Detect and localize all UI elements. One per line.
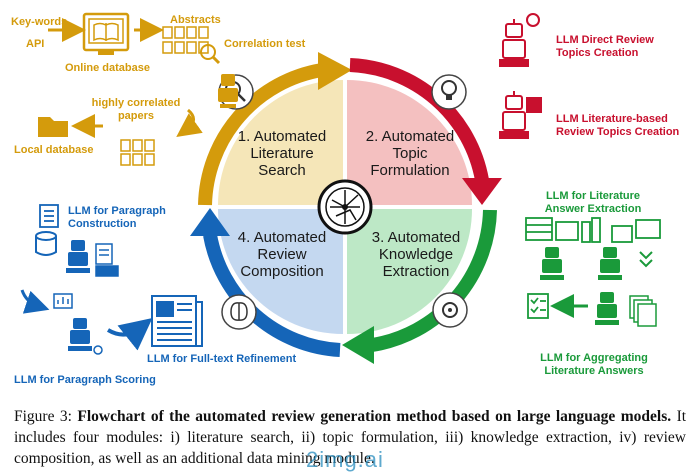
aggregating-line-1: LLM for Aggregating: [540, 352, 648, 364]
paragraph-scoring-label: LLM for Paragraph Scoring: [14, 374, 156, 386]
quadrant-1-fill: [218, 80, 343, 205]
database-icon: [35, 231, 57, 256]
newspaper-icon: [151, 295, 203, 347]
abstracts-label: Abstracts: [170, 14, 221, 26]
circuit-brain-icon: [317, 179, 373, 235]
paragraph-doc-icon: [95, 243, 119, 277]
quadrant-2-label: 2. Automated Topic Formulation: [360, 128, 460, 179]
robot-blue-2-icon: [68, 318, 103, 355]
curved-arrow-gold: [176, 108, 203, 137]
q4-line-1: 4. Automated: [237, 229, 327, 246]
stacked-docs-icon: [629, 295, 657, 327]
q4-line-3: Composition: [240, 263, 324, 280]
q3-line-3: Extraction: [382, 263, 450, 280]
literature-based-line-1: LLM Literature-based: [556, 113, 668, 125]
watermark-text: 2img.ai: [306, 447, 384, 472]
q2-line-3: Formulation: [370, 162, 450, 179]
robot-red-1-icon: [499, 13, 540, 67]
checklist-icon: [527, 293, 549, 319]
online-database-label: Online database: [65, 62, 150, 74]
flowchart: 1. Automated Literature Search 2. Automa…: [11, 12, 679, 386]
q1-line-3: Search: [258, 162, 306, 179]
robot-blue-1-icon: [66, 240, 90, 273]
blue-arrowhead: [190, 208, 230, 236]
gears-knowledge-icon: [432, 292, 468, 328]
q1-line-1: 1. Automated: [237, 128, 327, 145]
paragraph-construction-line-2: Construction: [68, 218, 137, 230]
correlation-magnifier-icon: [200, 44, 221, 65]
answer-extraction-line-2: Answer Extraction: [544, 203, 642, 215]
literature-based-line-2: Review Topics Creation: [556, 126, 680, 138]
robot-gold-icon: [218, 74, 238, 108]
quadrant-3-fill: [347, 209, 472, 334]
robot-green-3-icon: [595, 292, 619, 325]
aggregating-label: LLM for Aggregating Literature Answers: [534, 352, 654, 378]
quadrant-1-label: 1. Automated Literature Search: [232, 128, 332, 179]
blue-swoosh-arrow: [106, 318, 153, 351]
papers-line-2: papers: [117, 110, 155, 122]
correlated-papers-icon: [120, 139, 155, 166]
curved-arrow-blue: [20, 289, 50, 314]
gold-arc-arrow: [198, 63, 324, 206]
green-down-chevrons: [639, 251, 653, 268]
keywords-label: Key-words: [11, 16, 68, 28]
quadrant-4-label: 4. Automated Review Composition: [226, 229, 338, 280]
correlation-test-label: Correlation test: [224, 38, 306, 50]
q3-line-1: 3. Automated: [371, 229, 461, 246]
q2-line-1: 2. Automated: [365, 128, 455, 145]
highly-correlated-papers-label: highly correlated papers: [86, 97, 186, 123]
direct-review-line-1: LLM Direct Review: [556, 34, 654, 46]
aggregating-line-2: Literature Answers: [544, 365, 644, 377]
robot-green-icons: [540, 247, 622, 280]
api-label: API: [26, 38, 45, 50]
local-database-label: Local database: [14, 144, 94, 156]
caption-body: It includes four modules: i) literature …: [14, 408, 687, 467]
direct-review-label: LLM Direct Review Topics Creation: [556, 34, 654, 60]
gold-arrowhead: [318, 52, 352, 90]
direct-review-line-2: Topics Creation: [556, 47, 639, 59]
q4-line-2: Review: [257, 246, 307, 263]
paragraph-construction-label: LLM for Paragraph Construction: [68, 205, 166, 231]
online-database-icon: [82, 12, 130, 55]
quadrant-4-fill: [218, 209, 343, 334]
answer-extraction-label: LLM for Literature Answer Extraction: [538, 190, 648, 216]
folder-icon: [38, 117, 68, 137]
q2-line-2: Topic: [392, 145, 428, 162]
full-text-refinement-label: LLM for Full-text Refinement: [147, 353, 297, 365]
red-arrowhead: [462, 178, 502, 205]
q3-line-2: Knowledge: [378, 246, 454, 263]
green-arrowhead: [342, 326, 374, 364]
paragraph-construction-line-1: LLM for Paragraph: [68, 205, 166, 217]
chart-scoring-icon: [53, 293, 73, 309]
figure-caption: Figure 3: Flowchart of the automated rev…: [14, 406, 686, 469]
literature-based-label: LLM Literature-based Review Topics Creat…: [556, 113, 679, 139]
robot-red-2-icon: [499, 91, 542, 139]
flowchart-graphic: [20, 12, 661, 364]
q1-line-2: Literature: [250, 145, 314, 162]
document-list-icon: [39, 204, 59, 228]
quadrant-2-fill: [347, 80, 472, 205]
caption-title: Flowchart of the automated review genera…: [77, 408, 672, 425]
literature-tables-icon: [525, 217, 661, 243]
caption-prefix: Figure 3:: [14, 408, 72, 425]
answer-extraction-line-1: LLM for Literature: [545, 190, 641, 202]
lightbulb-idea-icon: [431, 74, 467, 110]
papers-line-1: highly correlated: [91, 97, 181, 109]
quadrant-3-label: 3. Automated Knowledge Extraction: [360, 229, 472, 280]
brain-circuit-icon: [221, 294, 257, 330]
